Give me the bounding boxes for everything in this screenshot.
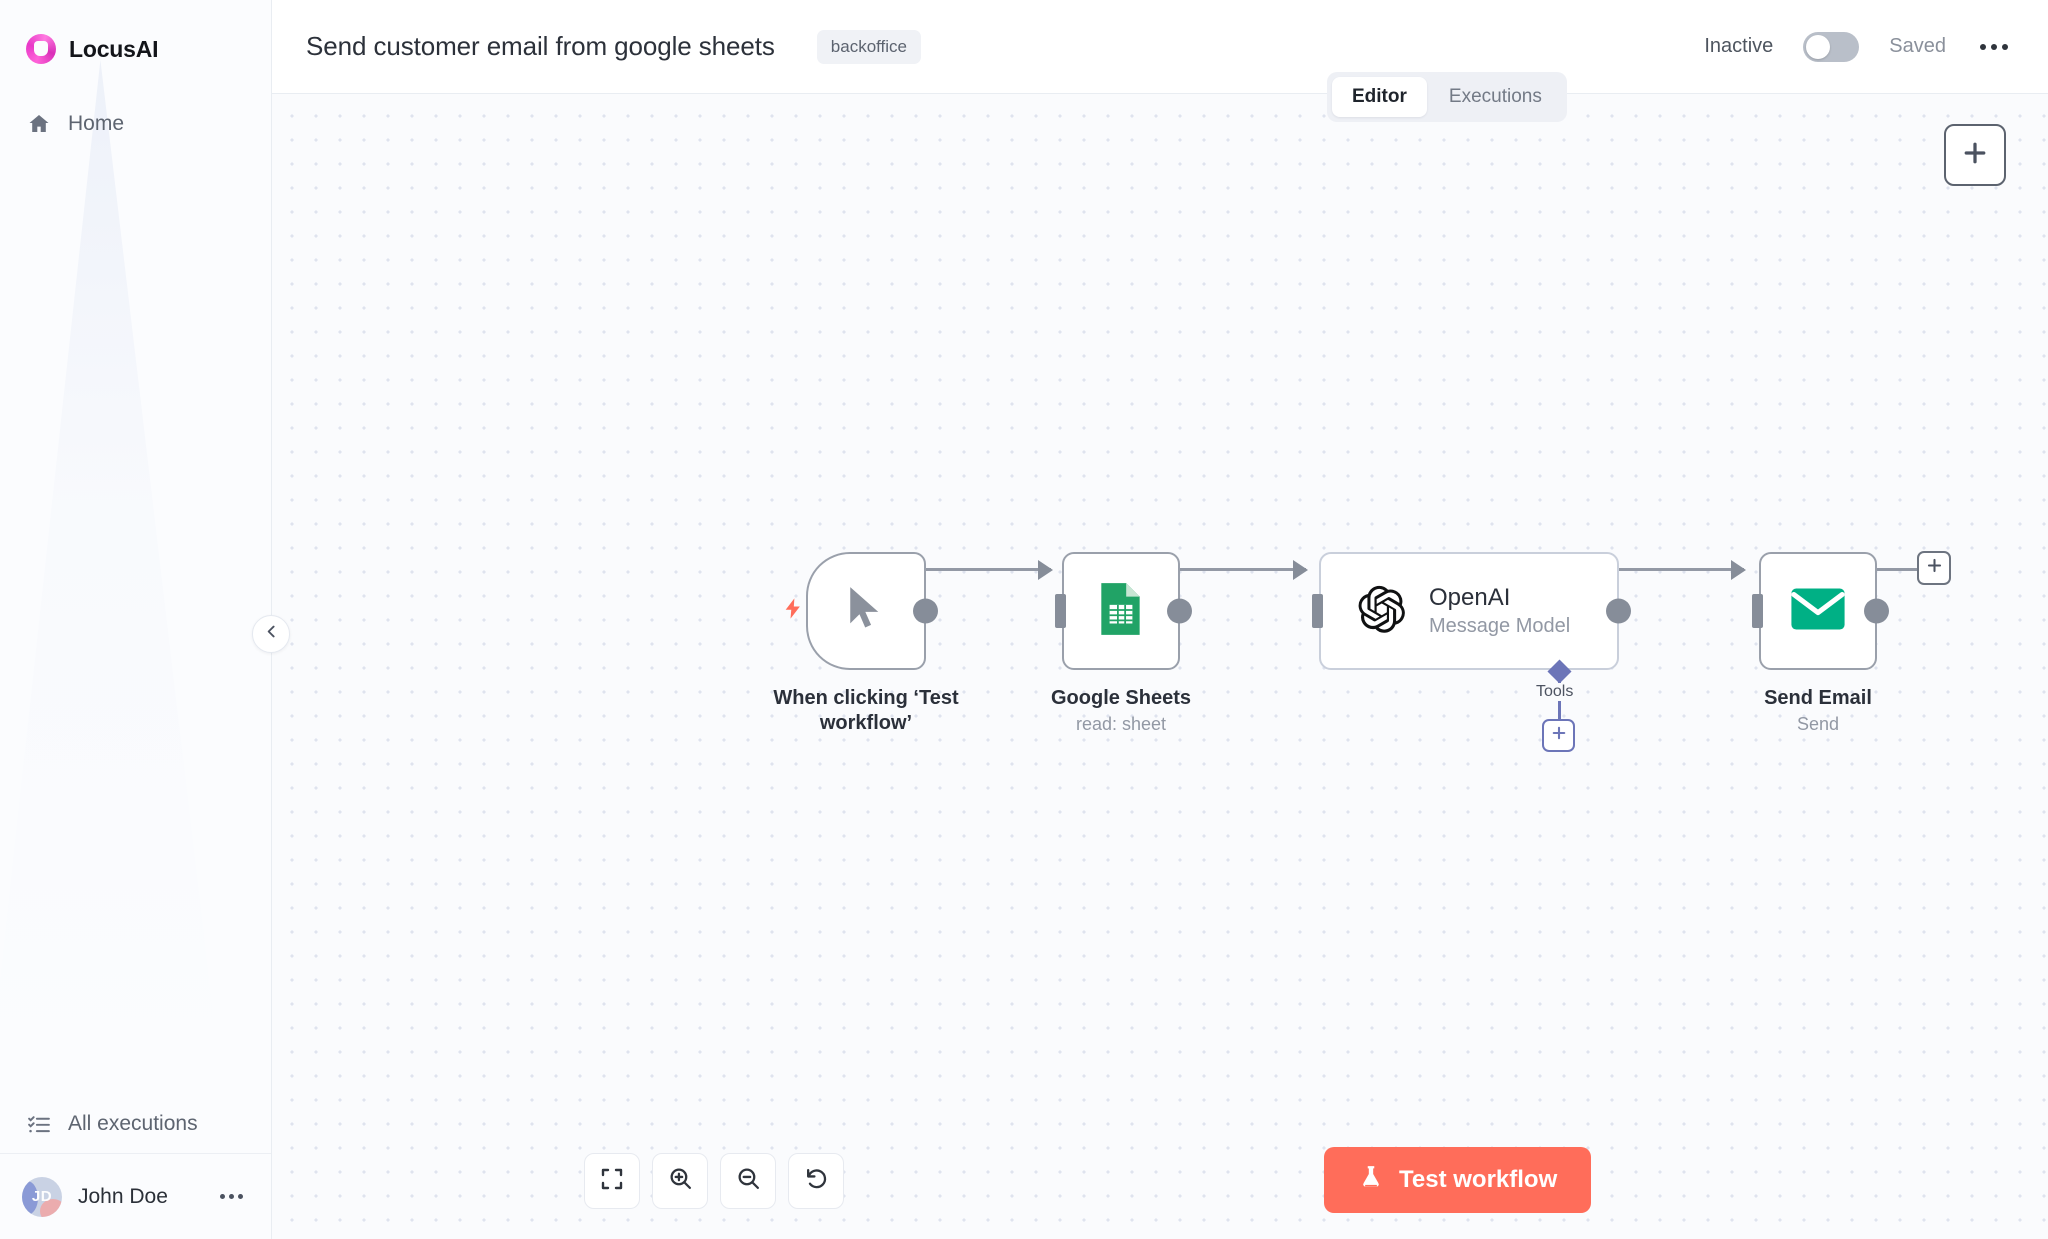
sidebar-item-all-executions[interactable]: All executions — [0, 1095, 271, 1153]
connection-email-to-add — [1874, 568, 1931, 571]
add-node-button[interactable] — [1944, 124, 2006, 186]
tools-label: Tools — [1533, 683, 1577, 701]
node-subtitle: Message Model — [1429, 614, 1571, 637]
user-menu-ellipsis-icon[interactable] — [214, 1188, 249, 1205]
node-body[interactable] — [785, 552, 938, 670]
node-title: When clicking ‘Test workflow’ — [773, 687, 959, 734]
plus-icon — [1550, 724, 1568, 747]
plus-icon — [1960, 138, 1990, 173]
tab-editor[interactable]: Editor — [1332, 77, 1427, 117]
reset-zoom-button[interactable] — [788, 1153, 844, 1209]
node-subtitle: Send — [1796, 714, 1840, 734]
node-google-sheets[interactable]: Google Sheets read: sheet — [1051, 552, 1221, 735]
fit-to-view-button[interactable] — [584, 1153, 640, 1209]
locus-ring-logo-icon — [26, 34, 56, 64]
saved-status: Saved — [1889, 35, 1946, 57]
output-port[interactable] — [1606, 598, 1631, 624]
view-tabs: Editor Executions — [1327, 72, 1567, 122]
output-port[interactable] — [1864, 598, 1889, 624]
envelope-icon — [1789, 586, 1847, 637]
page-title[interactable]: Send customer email from google sheets — [306, 31, 775, 61]
avatar-initials: JD — [31, 1188, 53, 1205]
connection-trigger-to-sheets — [926, 559, 1053, 580]
topbar: Send customer email from google sheets b… — [272, 0, 2048, 94]
executions-list-icon — [26, 1111, 52, 1137]
zoom-out-button[interactable] — [720, 1153, 776, 1209]
topbar-right: Inactive Saved — [1704, 31, 2012, 62]
sidebar: LocusAI Home — [0, 0, 290, 1239]
fit-screen-icon — [600, 1167, 624, 1196]
canvas-controls — [584, 1153, 844, 1209]
output-port[interactable] — [1167, 598, 1192, 624]
magnifier-minus-icon — [736, 1166, 761, 1196]
brand-name: LocusAI — [69, 35, 159, 62]
node-send-email[interactable]: Send Email Send — [1752, 552, 1918, 735]
user-row[interactable]: JD John Doe — [0, 1153, 271, 1239]
add-next-node-button[interactable] — [1917, 551, 1951, 585]
node-body[interactable] — [1752, 552, 1889, 670]
node-caption: Google Sheets read: sheet — [1021, 686, 1221, 735]
test-workflow-label: Test workflow — [1399, 1166, 1558, 1193]
openai-icon — [1355, 583, 1407, 640]
user-name: John Doe — [78, 1184, 168, 1208]
sidebar-collapse-button[interactable] — [252, 615, 290, 653]
tab-executions[interactable]: Executions — [1448, 86, 1542, 107]
sidebar-nav-bottom: All executions JD John Doe — [0, 1095, 271, 1239]
brand[interactable]: LocusAI — [0, 0, 271, 68]
cursor-pointer-icon — [839, 579, 893, 644]
node-caption: When clicking ‘Test workflow’ — [766, 686, 966, 736]
flask-icon — [1358, 1163, 1384, 1198]
add-tool-button[interactable] — [1542, 719, 1575, 752]
sidebar-glow — [0, 60, 220, 1070]
node-title: Google Sheets — [1050, 687, 1192, 709]
google-sheets-icon — [1095, 580, 1147, 643]
node-openai[interactable]: OpenAI Message Model Tools — [1312, 552, 1631, 752]
node-inline-caption: OpenAI Message Model — [1429, 584, 1570, 638]
magnifier-plus-icon — [668, 1166, 693, 1196]
zoom-in-button[interactable] — [652, 1153, 708, 1209]
workflow-tag[interactable]: backoffice — [816, 29, 922, 64]
connection-openai-to-email — [1619, 559, 1746, 580]
sidebar-nav-top: Home — [0, 102, 271, 146]
output-port[interactable] — [913, 598, 938, 624]
workflow-canvas[interactable]: When clicking ‘Test workflow’ — [272, 94, 2048, 1239]
input-port[interactable] — [1055, 594, 1066, 628]
sidebar-item-home-label: Home — [68, 112, 125, 135]
avatar: JD — [22, 1176, 62, 1217]
input-port[interactable] — [1312, 594, 1323, 628]
node-title: OpenAI — [1429, 584, 1511, 612]
undo-arrow-icon — [804, 1166, 829, 1196]
test-workflow-button[interactable]: Test workflow — [1324, 1147, 1592, 1213]
main-area: Send customer email from google sheets b… — [272, 0, 2048, 1239]
node-subtitle: read: sheet — [1075, 714, 1167, 734]
lightning-bolt-icon — [782, 594, 804, 629]
node-body[interactable] — [1055, 552, 1192, 670]
node-caption: Send Email Send — [1718, 686, 1918, 735]
plus-icon — [1925, 556, 1944, 580]
input-port[interactable] — [1752, 594, 1763, 628]
sidebar-item-all-executions-label: All executions — [68, 1112, 198, 1135]
activation-toggle[interactable] — [1803, 31, 1860, 62]
activation-label: Inactive — [1704, 35, 1774, 57]
node-when-clicking-test-workflow[interactable]: When clicking ‘Test workflow’ — [773, 552, 966, 736]
node-body[interactable]: OpenAI Message Model — [1312, 552, 1631, 670]
node-title: Send Email — [1764, 687, 1872, 709]
workflow-menu-ellipsis-icon[interactable] — [1976, 36, 2012, 58]
home-icon — [26, 111, 52, 137]
connection-sheets-to-openai — [1180, 559, 1308, 580]
chevron-left-icon — [263, 623, 280, 645]
sidebar-item-home[interactable]: Home — [0, 102, 271, 146]
